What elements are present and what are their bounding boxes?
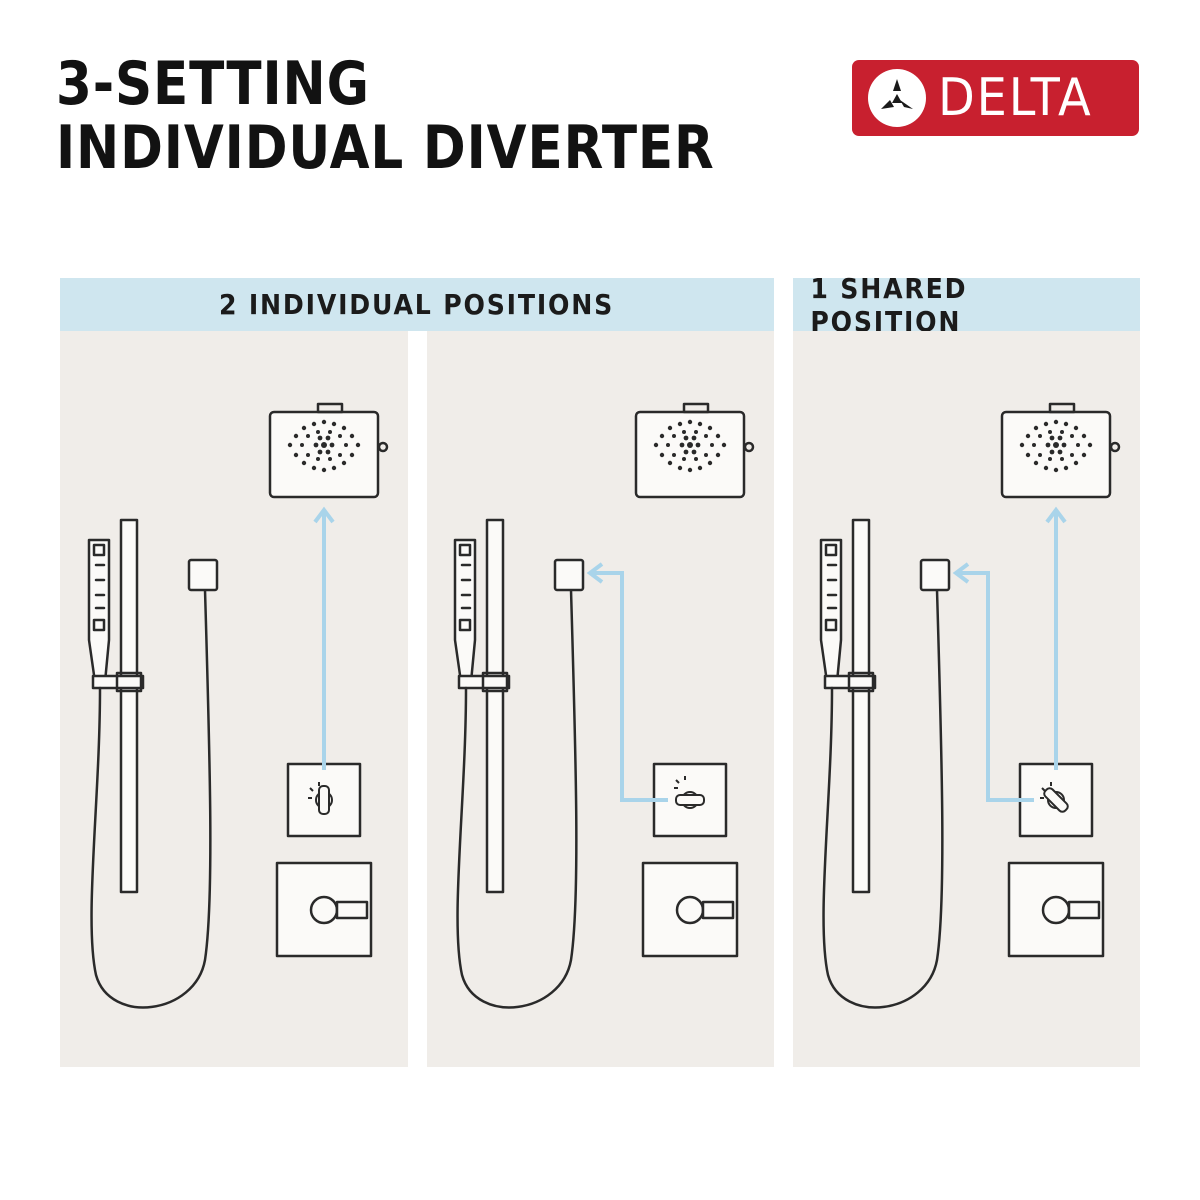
section-header-individual: 2 INDIVIDUAL POSITIONS (60, 278, 774, 331)
panel-2-illustration (453, 402, 755, 1009)
delta-triangle-logo-icon (868, 69, 926, 127)
diverter-dial-panel-1 (308, 782, 333, 815)
section-header-individual-label: 2 INDIVIDUAL POSITIONS (219, 288, 615, 321)
flow-arrow-panel-3-hand-shower (952, 562, 1034, 802)
flow-arrow-panel-3-showerhead (1045, 506, 1067, 770)
brand-name: DELTA (938, 68, 1093, 128)
flow-arrow-panel-1 (313, 506, 335, 770)
flow-arrow-panel-2 (586, 562, 668, 802)
brand-logo: DELTA (852, 60, 1139, 136)
section-header-shared-label: 1 SHARED POSITION (810, 271, 968, 338)
panel-1-illustration (87, 402, 389, 1009)
diverter-dial-panel-3 (1040, 782, 1069, 813)
page-title: 3-SETTING INDIVIDUAL DIVERTER (56, 52, 715, 180)
panel-3-illustration (819, 402, 1121, 1009)
title-line-2: INDIVIDUAL DIVERTER (56, 113, 715, 183)
section-header-shared: 1 SHARED POSITION (793, 272, 1140, 338)
diverter-dial-panel-2 (674, 776, 705, 809)
title-line-1: 3-SETTING (56, 49, 370, 119)
